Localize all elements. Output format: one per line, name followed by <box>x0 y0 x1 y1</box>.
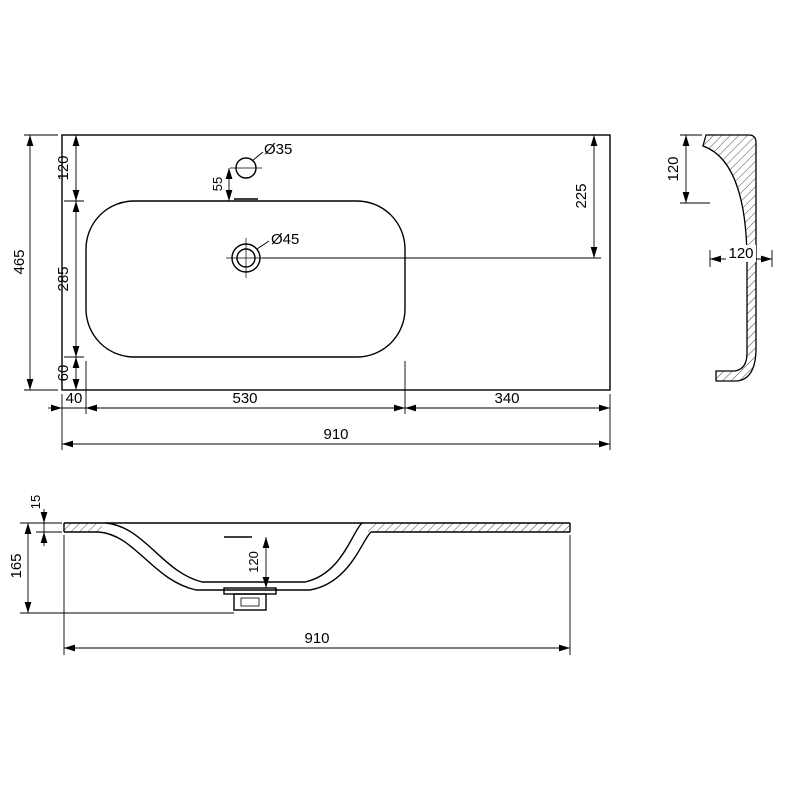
dim-width-segments: 40 530 340 <box>48 361 611 450</box>
dim-total-height: 165 <box>8 522 234 614</box>
bowl-outer-curve <box>97 531 372 591</box>
dim-overall-width-front: 910 <box>63 535 571 655</box>
dim-label: 120 <box>728 245 753 262</box>
dim-faucet-diameter: Ø35 <box>251 141 292 162</box>
bowl-inner-curve <box>105 522 363 583</box>
drain-hole <box>226 238 266 278</box>
dim-side-rim-height: 120 <box>665 134 710 204</box>
dim-depth-segments: 120 285 60 <box>55 135 84 390</box>
dim-drain-diameter: Ø45 <box>256 231 299 250</box>
dim-label: 60 <box>55 365 72 382</box>
dim-label-mask <box>726 245 756 262</box>
right-slab-hatch <box>368 523 570 532</box>
faucet-hole <box>230 157 262 179</box>
side-profile <box>702 134 757 382</box>
dim-label: 120 <box>55 155 72 180</box>
dim-top-thickness: 15 <box>28 495 62 546</box>
front-section-view: 15 165 120 910 <box>8 495 571 655</box>
dim-label: 120 <box>246 551 261 573</box>
dim-label: Ø35 <box>264 141 292 158</box>
dim-label: 120 <box>665 156 682 181</box>
dim-label: Ø45 <box>271 231 299 248</box>
dim-label: 225 <box>573 183 590 208</box>
dim-label: 910 <box>323 426 348 443</box>
dim-label: 530 <box>232 390 257 407</box>
dim-label: 55 <box>210 177 225 191</box>
dim-bowl-depth: 120 <box>246 537 270 588</box>
basin-outline <box>85 200 406 358</box>
dim-label: 40 <box>66 390 83 407</box>
drain-trap <box>223 587 277 611</box>
dim-label: 910 <box>304 630 329 647</box>
plan-view: 465 120 285 60 55 Ø35 Ø45 <box>11 134 611 450</box>
dim-label: 340 <box>494 390 519 407</box>
dim-drain-offset: 225 <box>262 135 601 259</box>
countertop-outline <box>61 134 611 391</box>
dim-side-ledge-depth: 120 <box>709 245 773 267</box>
dim-label: 165 <box>8 553 25 578</box>
dim-label: 465 <box>11 249 28 274</box>
dim-label: 15 <box>28 495 43 509</box>
side-section-view: 120 120 <box>665 134 773 382</box>
dim-label: 285 <box>55 266 72 291</box>
dim-overall-depth: 465 <box>11 134 58 391</box>
dim-overall-width-plan: 910 <box>62 426 610 448</box>
left-slab-hatch <box>64 523 102 532</box>
dim-faucet-offset: 55 <box>210 168 233 201</box>
